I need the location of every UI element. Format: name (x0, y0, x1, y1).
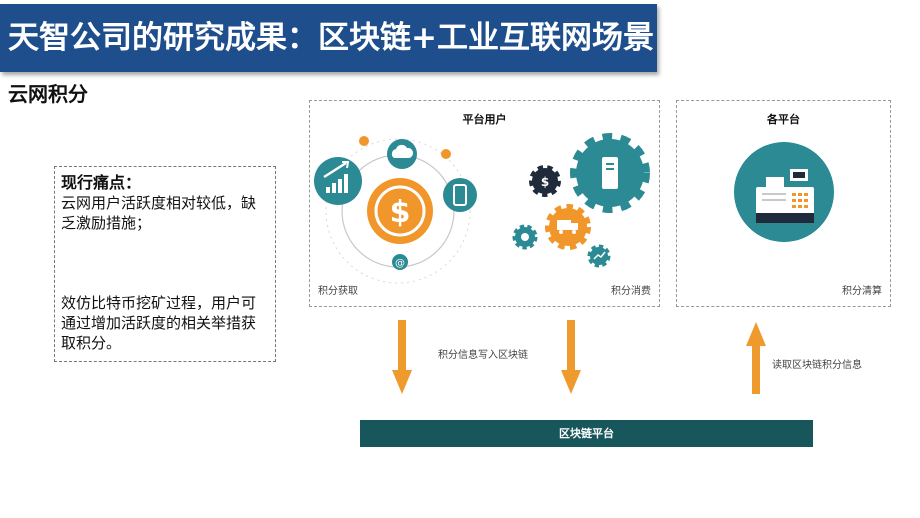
chart-icon (314, 157, 362, 205)
truck-gear-icon (545, 204, 591, 250)
platform-users-panel: 平台用户 积分获取 积分消费 $ (309, 100, 660, 307)
down-arrow-left (392, 320, 412, 394)
spacer (61, 233, 269, 293)
svg-text:$: $ (390, 195, 411, 230)
up-arrow (746, 322, 766, 394)
points-earn-label: 积分获取 (318, 286, 358, 297)
svg-text:$: $ (541, 175, 549, 189)
cloud-icon (387, 139, 417, 169)
dollar-coin-icon: $ (367, 178, 433, 244)
mobile-icon (443, 178, 477, 212)
points-clearing-label: 积分清算 (842, 286, 882, 297)
read-from-chain-label: 读取区块链积分信息 (772, 360, 862, 371)
pain-point-text-2: 效仿比特币挖矿过程，用户可通过增加活跃度的相关举措获取积分。 (61, 294, 257, 352)
small-gear-icon (512, 224, 538, 250)
each-platform-panel: 各平台 积分清算 (676, 100, 891, 307)
chart-gear-icon (587, 244, 611, 268)
write-to-chain-label: 积分信息写入区块链 (438, 350, 528, 361)
at-icon: @ (392, 254, 408, 270)
svg-text:@: @ (395, 258, 405, 269)
page-title: 天智公司的研究成果：区块链+工业互联网场景 (0, 4, 657, 72)
points-spend-illustration: $ (512, 133, 650, 268)
pain-point-text-1: 云网用户活跃度相对较低，缺乏激励措施； (61, 194, 257, 232)
platform-users-title: 平台用户 (462, 113, 507, 126)
pain-points-box: 现行痛点： 云网用户活跃度相对较低，缺乏激励措施； 效仿比特币挖矿过程，用户可通… (54, 166, 276, 362)
down-arrow-right (561, 320, 581, 394)
points-spend-label: 积分消费 (611, 286, 651, 297)
pain-points-heading: 现行痛点： (61, 173, 142, 192)
decor-dot-icon (441, 149, 451, 159)
dollar-gear-icon: $ (529, 165, 561, 197)
blockchain-platform-bar: 区块链平台 (360, 420, 813, 447)
points-earn-illustration: $ @ (314, 136, 477, 284)
each-platform-title: 各平台 (767, 113, 800, 126)
decor-dot-icon (359, 136, 369, 146)
server-gear-icon (570, 133, 650, 213)
section-title: 云网积分 (8, 82, 88, 106)
cash-register-icon (734, 142, 834, 242)
